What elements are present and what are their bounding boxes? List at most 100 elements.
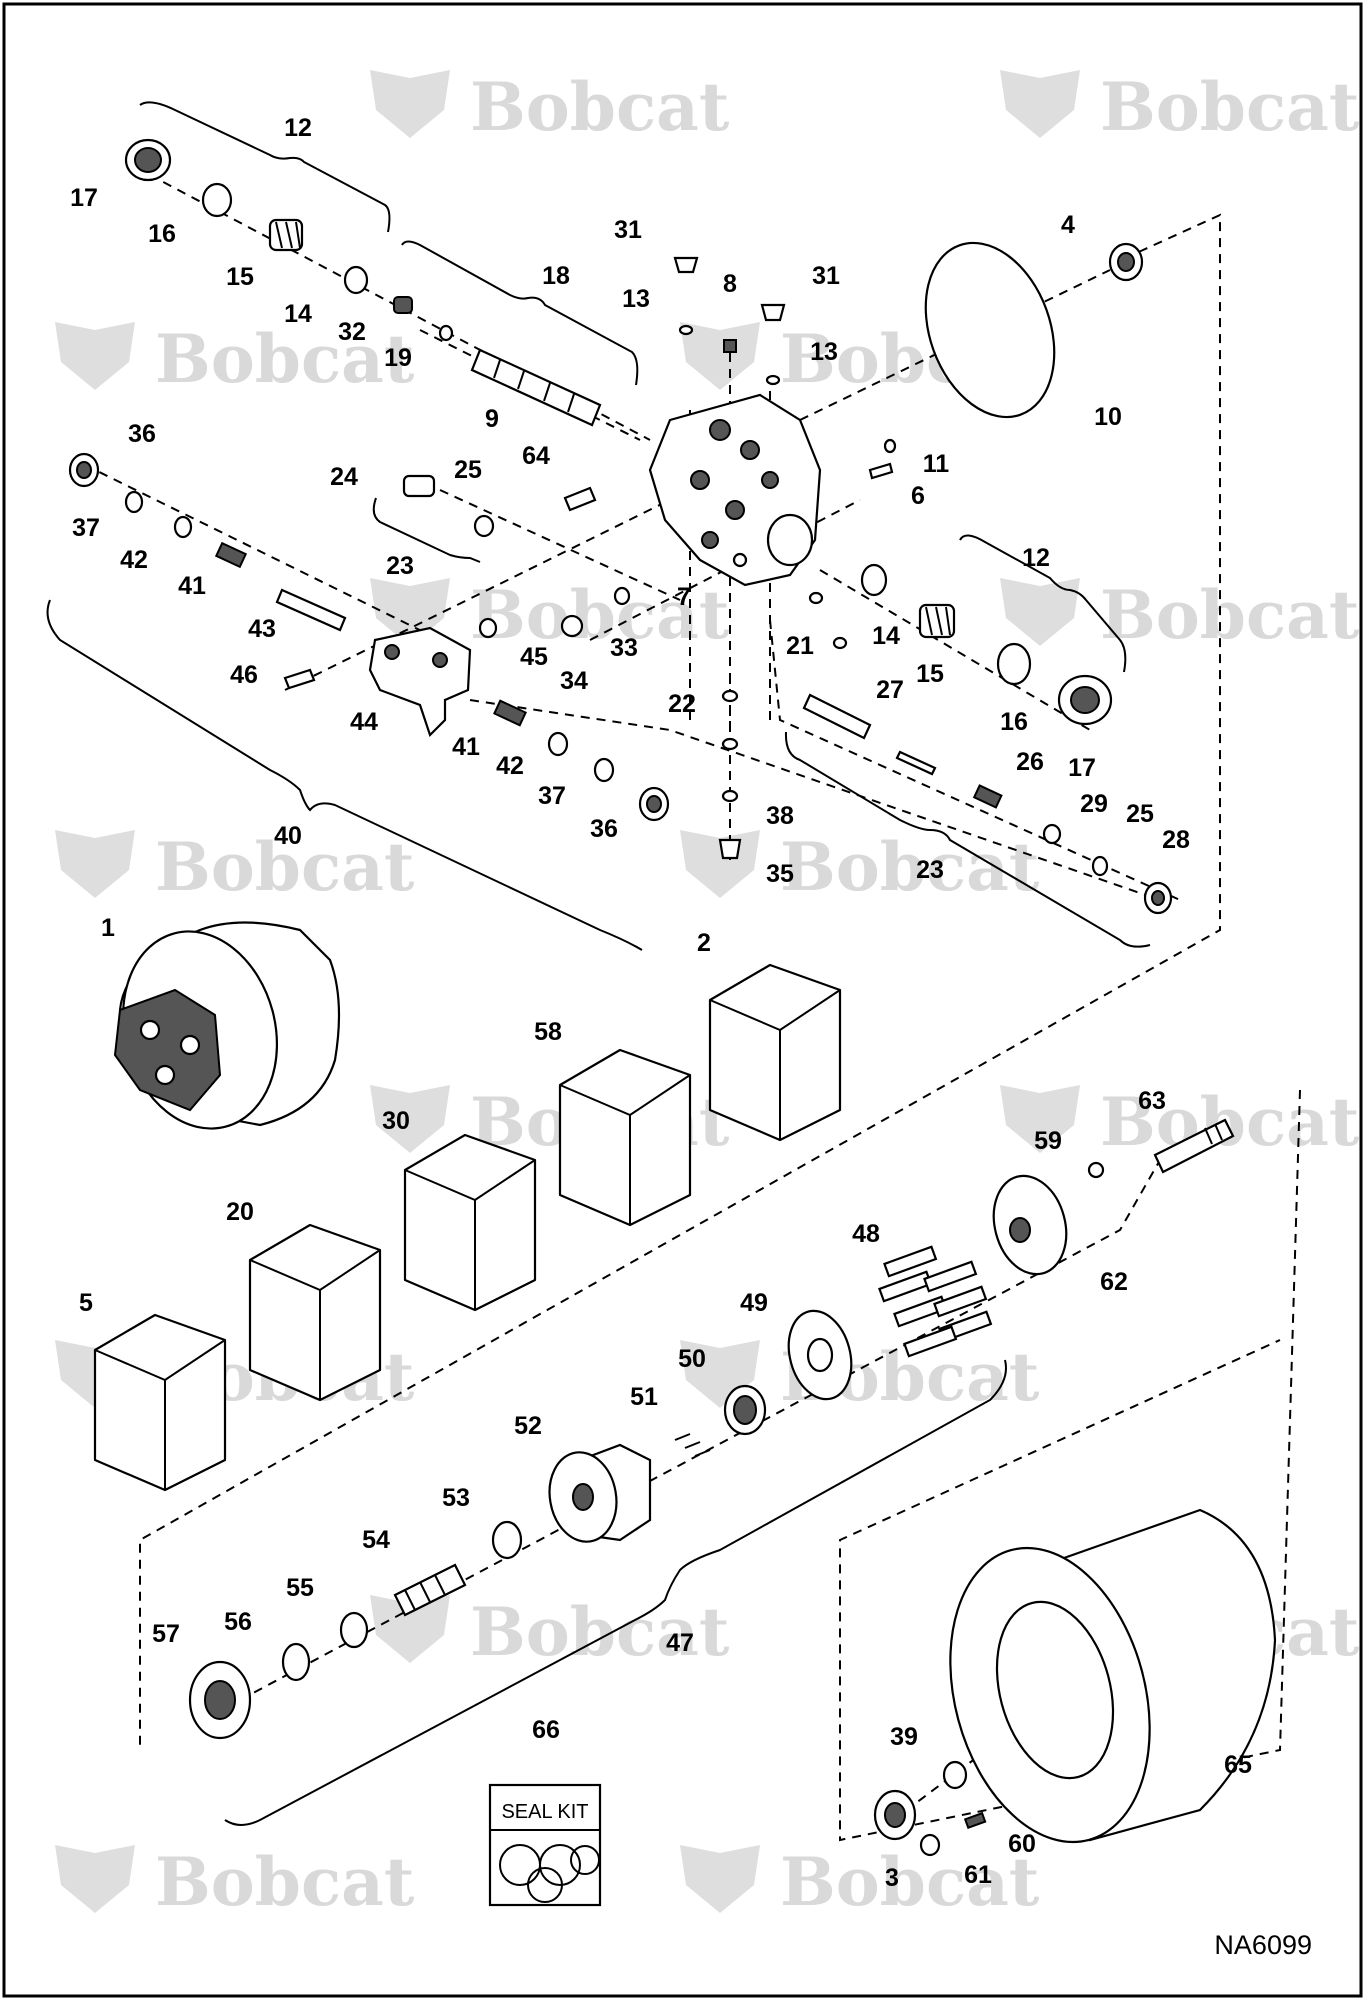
callout-c44: 44 bbox=[350, 708, 378, 736]
plug-part bbox=[68, 452, 100, 488]
bearing-part bbox=[188, 1660, 252, 1740]
callout-c30: 30 bbox=[382, 1107, 410, 1135]
callout-c33: 33 bbox=[610, 634, 638, 662]
callout-c31a: 31 bbox=[614, 216, 642, 244]
callout-c16a: 16 bbox=[148, 220, 176, 248]
callout-c34: 34 bbox=[560, 667, 588, 695]
callout-c17a: 17 bbox=[70, 184, 98, 212]
pin-part bbox=[895, 750, 937, 776]
kit-box-part bbox=[248, 1223, 382, 1402]
ball-part bbox=[1087, 1161, 1105, 1179]
plug-part bbox=[1143, 881, 1173, 915]
bearing-part bbox=[1108, 242, 1144, 282]
callout-c61: 61 bbox=[964, 1861, 992, 1889]
shaft-part bbox=[1153, 1118, 1235, 1174]
callout-c42b: 42 bbox=[496, 752, 524, 780]
bearing-part bbox=[873, 1789, 917, 1841]
watermark-text: Bobcat bbox=[1100, 1083, 1360, 1161]
plug-part bbox=[919, 1833, 941, 1857]
callout-c32: 32 bbox=[338, 318, 366, 346]
callout-c31b: 31 bbox=[812, 262, 840, 290]
washer-part bbox=[339, 1611, 369, 1649]
callout-c25a: 25 bbox=[454, 456, 482, 484]
callout-c49: 49 bbox=[740, 1289, 768, 1317]
diagram-code: NA6099 bbox=[1214, 1930, 1312, 1960]
o-ring-part bbox=[721, 789, 739, 803]
callout-c55: 55 bbox=[286, 1574, 314, 1602]
callout-c2: 2 bbox=[697, 929, 711, 957]
callout-c47: 47 bbox=[666, 1629, 694, 1657]
kit-box-part bbox=[708, 963, 842, 1142]
callout-c15a: 15 bbox=[226, 263, 254, 291]
valve-block-part bbox=[368, 626, 472, 738]
watermark-text: Bobcat bbox=[155, 828, 415, 906]
watermark-text: Bobcat bbox=[470, 576, 730, 654]
callout-c27: 27 bbox=[876, 676, 904, 704]
callout-c63: 63 bbox=[1138, 1087, 1166, 1115]
callout-c28: 28 bbox=[1162, 826, 1190, 854]
callout-c36a: 36 bbox=[128, 420, 156, 448]
o-ring-part bbox=[1091, 855, 1109, 877]
o-ring-part bbox=[593, 757, 615, 783]
drive-motor-assembly-part bbox=[113, 921, 341, 1130]
callout-c3: 3 bbox=[885, 1864, 899, 1892]
group-brackets bbox=[46, 101, 1151, 1826]
callout-c37b: 37 bbox=[538, 782, 566, 810]
callout-c6: 6 bbox=[911, 482, 925, 510]
callout-c14b: 14 bbox=[872, 622, 900, 650]
callout-c23b: 23 bbox=[916, 856, 944, 884]
motor-housing-part bbox=[949, 1508, 1277, 1844]
callout-c60: 60 bbox=[1008, 1830, 1036, 1858]
callout-c66: 66 bbox=[532, 1716, 560, 1744]
bolt-part bbox=[283, 668, 316, 690]
callout-c57: 57 bbox=[152, 1620, 180, 1648]
callout-c13b: 13 bbox=[810, 338, 838, 366]
callout-c1: 1 bbox=[101, 914, 115, 942]
callout-c40: 40 bbox=[274, 822, 302, 850]
spool-part bbox=[802, 693, 872, 740]
callout-c46: 46 bbox=[230, 661, 258, 689]
watermark-text: Bobcat bbox=[780, 1843, 1040, 1921]
plug-part bbox=[638, 786, 670, 822]
callout-c39: 39 bbox=[890, 1723, 918, 1751]
pin-part bbox=[868, 462, 894, 480]
fitting-part bbox=[402, 474, 436, 498]
spool-part bbox=[275, 588, 347, 632]
callout-c48: 48 bbox=[852, 1220, 880, 1248]
parts-layer: SEAL KIT bbox=[68, 138, 1277, 1907]
callout-c19: 19 bbox=[384, 344, 412, 372]
callout-c59: 59 bbox=[1034, 1127, 1062, 1155]
callout-c58: 58 bbox=[534, 1018, 562, 1046]
o-ring-part bbox=[832, 636, 848, 650]
plug-part bbox=[723, 339, 737, 353]
cylinder-block-part bbox=[548, 1443, 652, 1543]
spring-part bbox=[963, 1811, 987, 1830]
o-ring-part bbox=[124, 490, 144, 514]
callout-c21: 21 bbox=[786, 632, 814, 660]
plug-part bbox=[124, 138, 172, 182]
retainer-plate-part bbox=[787, 1309, 853, 1401]
callout-c11: 11 bbox=[923, 450, 950, 478]
spring-part bbox=[214, 541, 248, 569]
fitting-part bbox=[1042, 823, 1062, 845]
callout-c13a: 13 bbox=[622, 285, 650, 313]
callout-c25b: 25 bbox=[1126, 800, 1154, 828]
callout-c7: 7 bbox=[677, 583, 691, 611]
seal-part bbox=[942, 1760, 968, 1790]
callout-c38: 38 bbox=[766, 802, 794, 830]
callout-c54: 54 bbox=[362, 1526, 390, 1554]
callout-c56: 56 bbox=[224, 1608, 252, 1636]
o-ring-part bbox=[438, 324, 454, 342]
plug-part bbox=[673, 256, 699, 274]
callout-c37a: 37 bbox=[72, 514, 100, 542]
needle-bearing-part bbox=[723, 1384, 767, 1436]
plug-part bbox=[718, 838, 742, 860]
callout-c9: 9 bbox=[485, 405, 499, 433]
swash-plate-part bbox=[992, 1174, 1068, 1276]
o-ring-part bbox=[808, 591, 824, 605]
o-ring-part bbox=[883, 438, 897, 454]
spring-part bbox=[393, 1563, 467, 1617]
plug-part bbox=[1057, 674, 1113, 726]
callout-c45: 45 bbox=[520, 643, 548, 671]
